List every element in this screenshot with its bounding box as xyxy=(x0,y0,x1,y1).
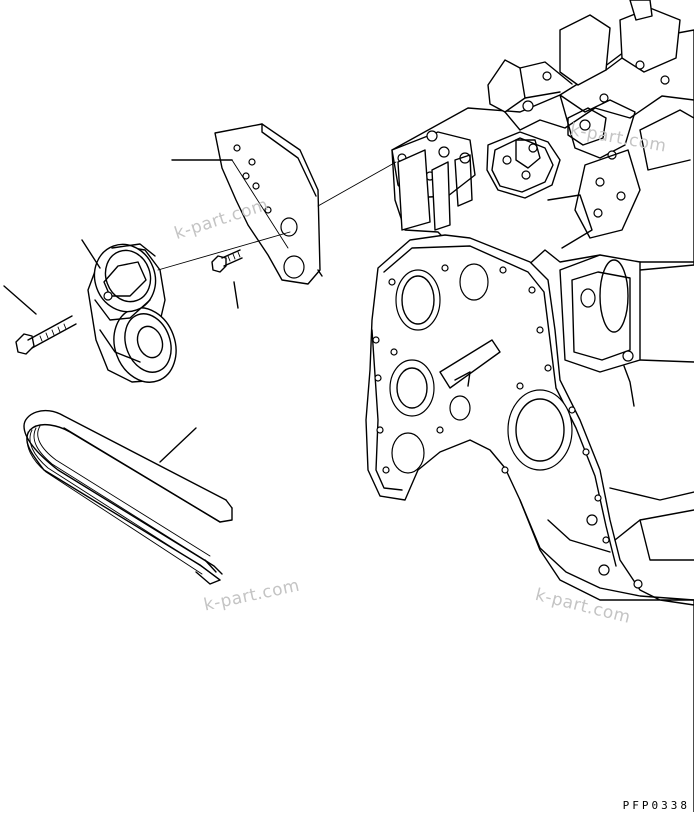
belt-tensioner xyxy=(87,243,177,383)
engine-block xyxy=(365,0,694,813)
bracket-bolt xyxy=(211,249,243,273)
drawing-code: PFP0338 xyxy=(622,799,690,812)
tensioner-bracket xyxy=(214,123,323,285)
tensioner-bolt xyxy=(15,315,77,355)
housing-bolts xyxy=(372,264,610,544)
leader-lines xyxy=(3,159,397,463)
v-ribbed-belt xyxy=(23,410,233,585)
